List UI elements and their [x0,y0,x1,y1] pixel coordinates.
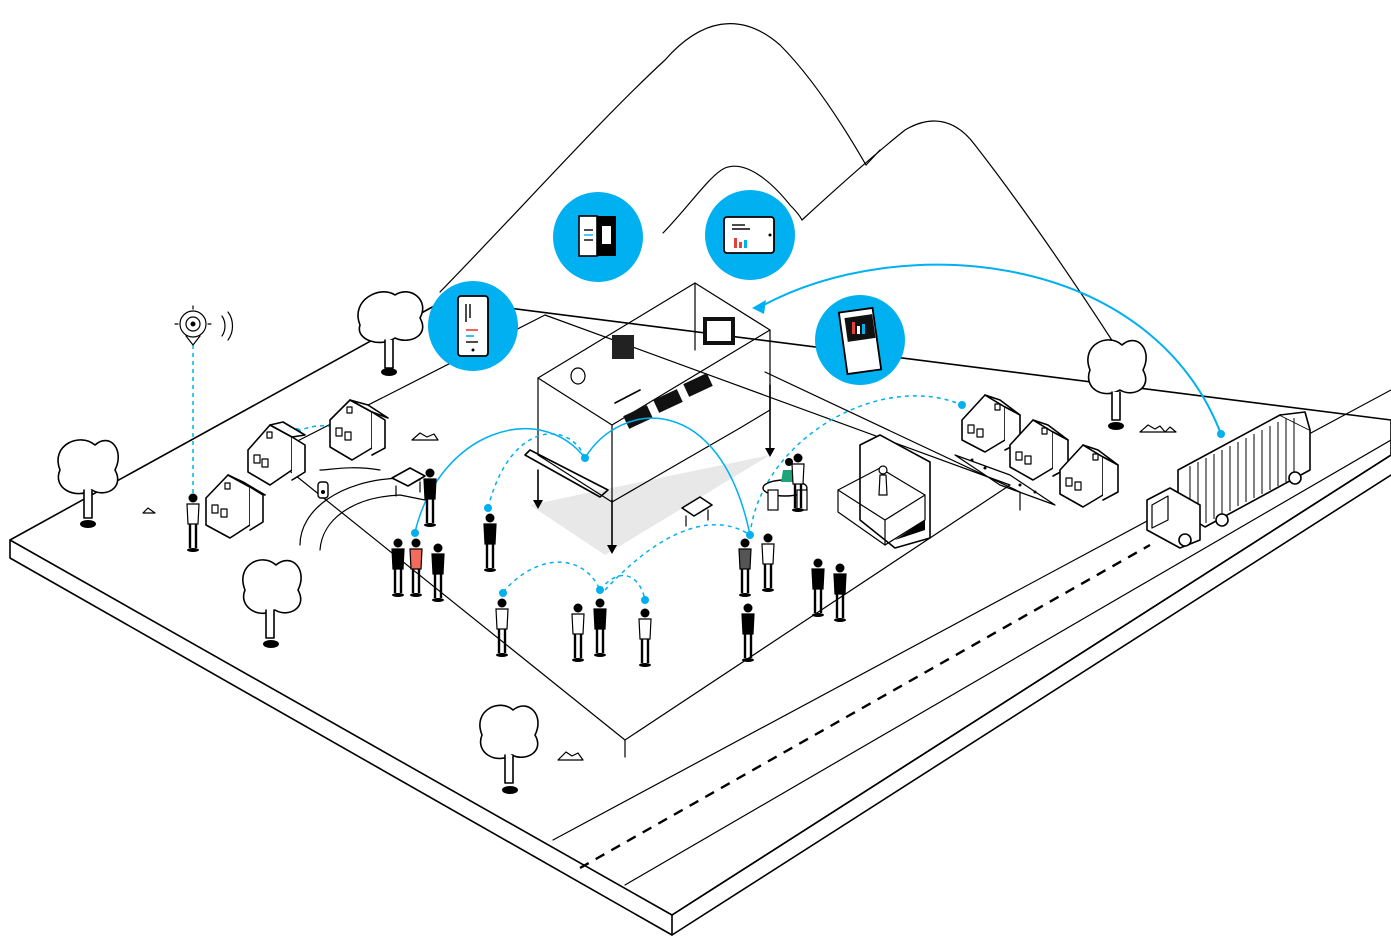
person [761,533,775,592]
tree [57,439,120,528]
building-floor-shadow [530,455,770,555]
tree [1087,339,1147,430]
stage [837,434,931,549]
ground-slab [9,299,1391,936]
person [431,543,445,602]
bushes [142,424,1177,761]
house [329,399,389,461]
connection-arcs [192,263,1222,601]
person [593,598,607,657]
person [391,538,405,597]
person [423,468,437,527]
person [741,603,755,662]
phone-document-icon [428,281,518,371]
person [495,598,509,657]
trees [57,291,1147,794]
main-building [524,282,775,554]
tree [479,704,539,794]
tablet-landscape-chart-icon [705,190,795,280]
person [638,608,652,667]
houses-right [954,394,1119,508]
person [571,603,585,662]
person [791,453,805,512]
mountains [439,23,1116,346]
person [833,563,847,622]
person [811,558,825,617]
house [1059,444,1119,508]
person [409,538,423,597]
house [205,474,266,539]
tree [242,559,302,648]
house [247,421,306,486]
person [738,538,752,597]
mailbox [317,481,329,499]
truck [1146,411,1311,549]
arc-nodes [293,401,1225,604]
tablet-portrait-chart-icon [815,295,905,385]
people [186,453,847,667]
tree [357,291,424,376]
houses-left [205,399,389,539]
location-pin-signal-icon [174,305,234,346]
person [483,513,497,572]
booklet-icon [553,192,643,282]
person [186,493,200,552]
benches [391,467,713,527]
